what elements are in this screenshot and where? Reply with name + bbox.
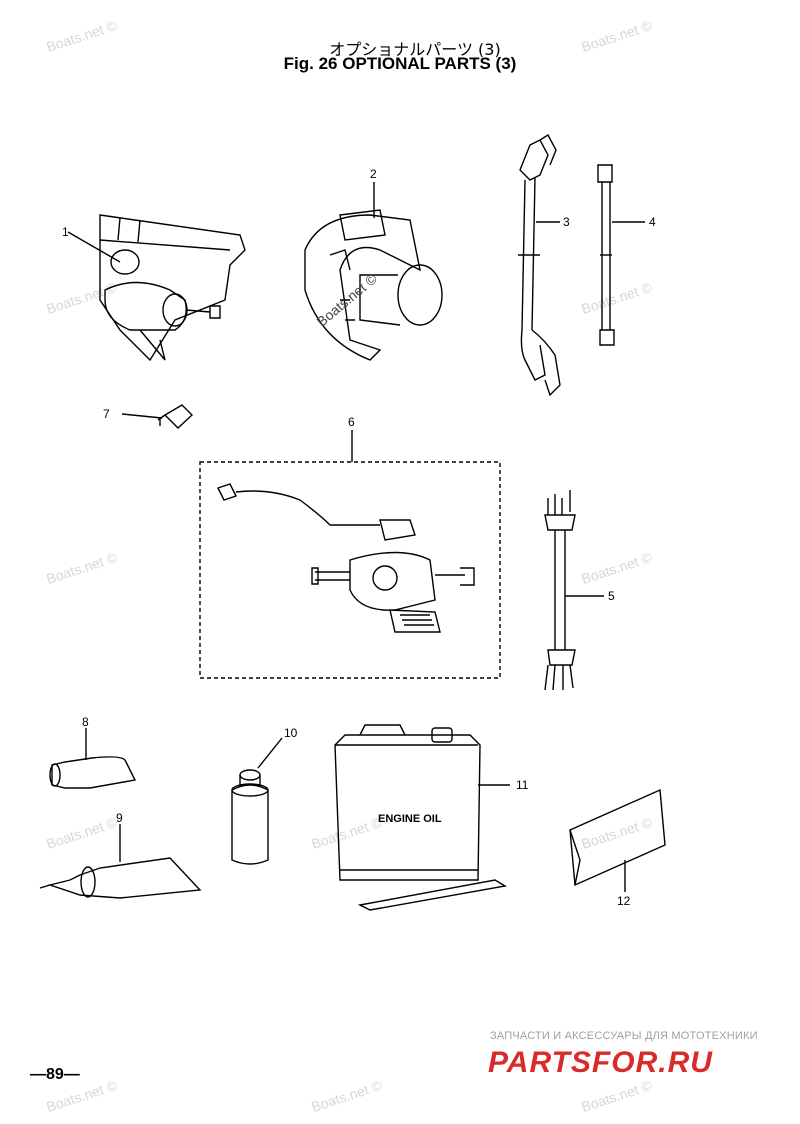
callout-6: 6 [348, 415, 355, 429]
oil-can-label: ENGINE OIL [378, 813, 442, 825]
part-10-can [231, 769, 269, 865]
part-9-tube [39, 857, 202, 899]
page-title-japanese: オプショナルパーツ (3) [329, 40, 501, 59]
callout-7: 7 [103, 407, 110, 421]
leader-line-10 [257, 737, 283, 769]
callout-5: 5 [608, 589, 615, 603]
part-11-oil-container [334, 724, 507, 911]
callout-2: 2 [370, 167, 377, 181]
part-2-cover [304, 209, 443, 361]
callout-4: 4 [649, 215, 656, 229]
callout-10: 10 [284, 726, 298, 740]
part-4-cord [597, 164, 615, 346]
ad-logo: PARTSFOR.RU [488, 1046, 713, 1079]
leader-line-7 [121, 413, 163, 419]
kit-boundary [199, 461, 501, 679]
callout-8: 8 [82, 715, 89, 729]
part-6-fuel-pump [217, 483, 475, 633]
part-8-tube [49, 756, 137, 789]
page-number: —89— [30, 1066, 80, 1083]
part-1-lower-unit [99, 214, 246, 362]
part-7-fitting [157, 404, 194, 429]
page-title: Fig. 26 OPTIONAL PARTS (3) [283, 54, 517, 73]
ad-tagline: ЗАПЧАСТИ И АКСЕССУАРЫ ДЛЯ МОТОТЕХНИКИ [490, 1030, 758, 1042]
callout-3: 3 [563, 215, 570, 229]
callout-12: 12 [617, 894, 631, 908]
callout-1: 1 [62, 225, 69, 239]
callout-11: 11 [516, 778, 529, 792]
part-12-bag [569, 788, 666, 887]
callout-9: 9 [116, 811, 123, 825]
part-3-harness [518, 134, 561, 397]
part-5-cable [544, 490, 576, 691]
leader-line-1 [67, 231, 121, 263]
